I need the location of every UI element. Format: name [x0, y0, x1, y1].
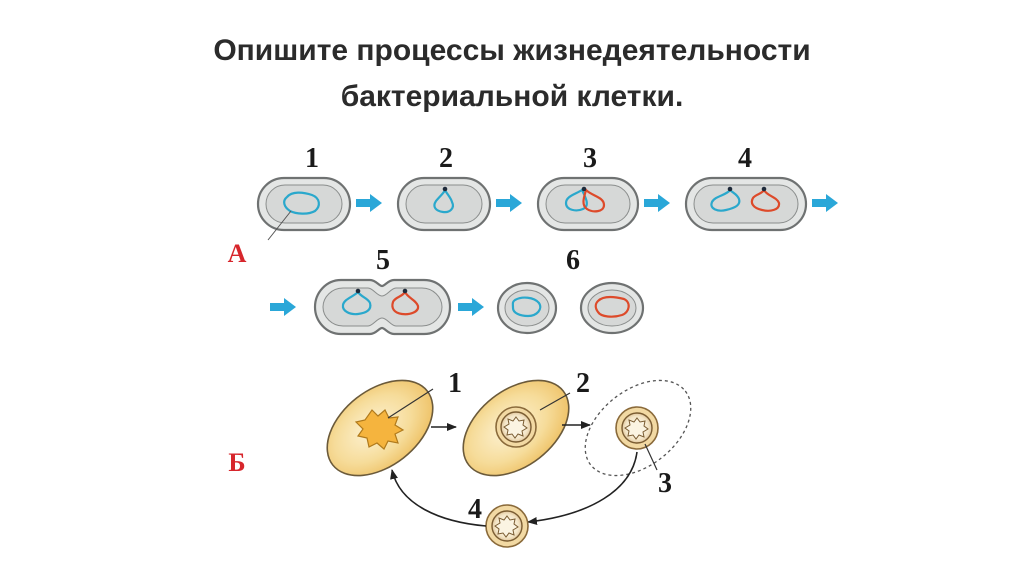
title-line-1: Опишите процессы жизнедеятельности: [213, 34, 811, 67]
stage-a6-cell-blue: [496, 281, 558, 335]
stage-a5-cell: [313, 278, 452, 336]
slide-title: Опишите процессы жизнедеятельности бакте…: [0, 28, 1024, 120]
stage-b-number-3: 3: [658, 468, 672, 499]
section-b-label: Б: [228, 448, 245, 477]
arrow-a5-out: [458, 298, 484, 316]
arrow-b3: [527, 451, 638, 525]
stage-a-number-4: 4: [738, 143, 752, 174]
stage-b4-spore: [485, 504, 529, 548]
stage-b3-cell: [584, 379, 692, 477]
stage-a-number-3: 3: [583, 143, 597, 174]
stage-b-number-2: 2: [576, 368, 590, 399]
dna-blue: [511, 296, 542, 318]
arrow-a3: [644, 194, 670, 212]
dna-red: [750, 187, 781, 212]
dna-blue: [341, 290, 372, 316]
dna-blue: [564, 188, 588, 212]
arrow-b4: [390, 469, 487, 527]
arrow-a4: [812, 194, 838, 212]
stage-b1-cell: [326, 379, 434, 477]
stage-a-number-6: 6: [566, 245, 580, 276]
arrow-a2: [496, 194, 522, 212]
dna-blue: [283, 191, 320, 215]
stage-a2-cell: [396, 176, 492, 232]
stage-a1-cell: [256, 176, 352, 241]
arrow-a1: [356, 194, 382, 212]
stage-b2-cell: [462, 379, 571, 477]
stage-a3-cell: [536, 176, 640, 232]
section-a-label: А: [228, 239, 247, 268]
stage-a-number-2: 2: [439, 143, 453, 174]
stage-b-number-4: 4: [468, 494, 482, 525]
stage-a4-cell: [684, 176, 808, 232]
title-line-2: бактериальной клетки.: [340, 80, 684, 113]
dna-red: [594, 295, 630, 318]
dna-blue: [710, 188, 741, 212]
dna-red: [582, 187, 606, 213]
arrow-a5-in: [270, 298, 296, 316]
stage-a-number-1: 1: [305, 143, 319, 174]
stage-b-number-1: 1: [448, 368, 462, 399]
stage-a-number-5: 5: [376, 245, 390, 276]
dna-red: [391, 289, 420, 316]
stage-a6-cell-red: [579, 281, 645, 335]
dna-blue: [433, 187, 454, 214]
